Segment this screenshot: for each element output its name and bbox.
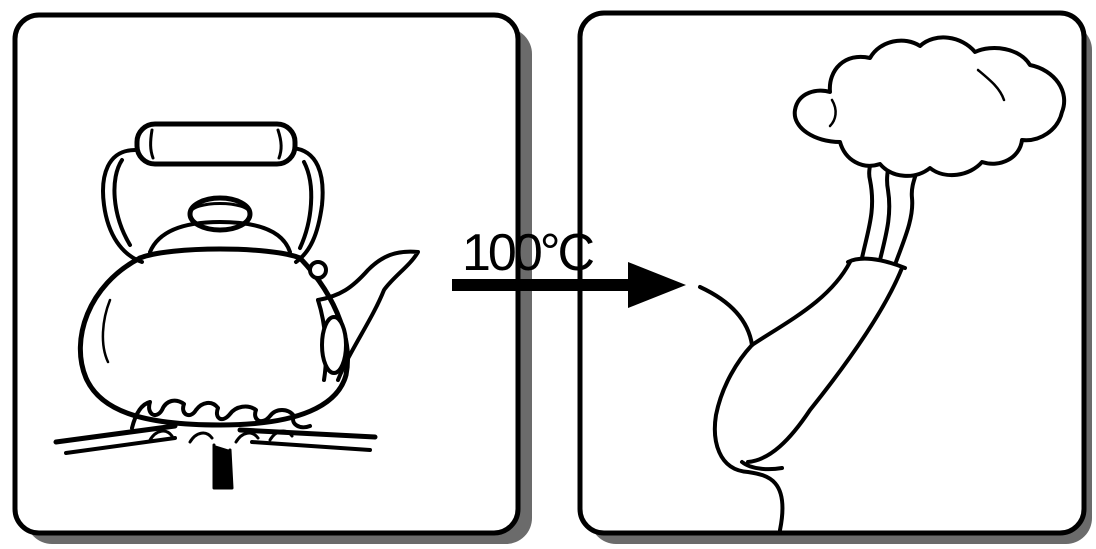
temperature-label: 100°C bbox=[462, 224, 594, 282]
panel-left-frame bbox=[15, 15, 518, 533]
